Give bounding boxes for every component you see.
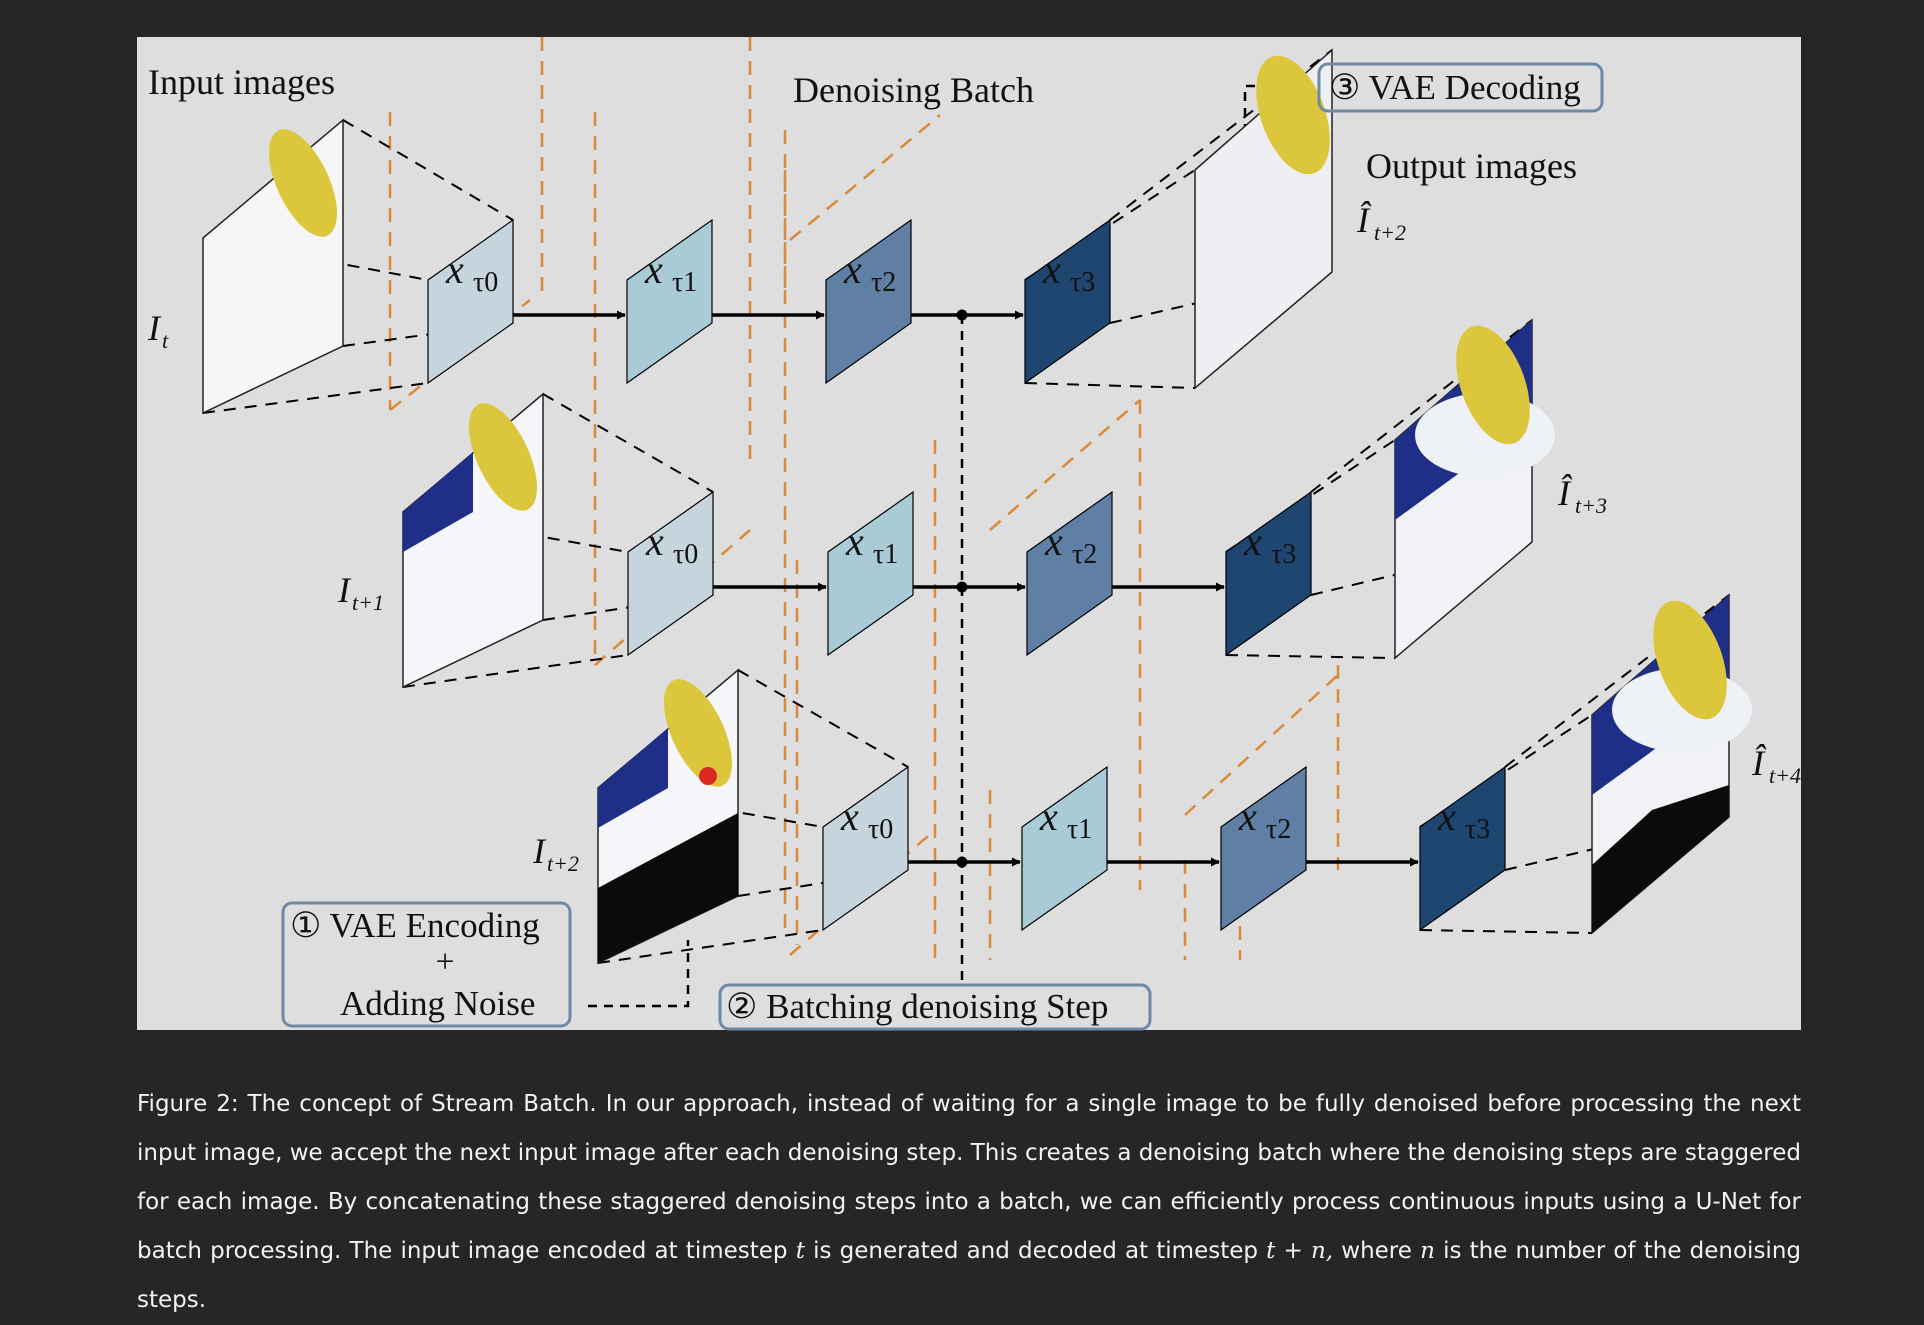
orange-slant-line — [1184, 674, 1339, 816]
caption-text-1: The concept of Stream Batch. In our appr… — [137, 1091, 1802, 1264]
latent-plane — [626, 218, 713, 385]
denoising-batch-label: Denoising Batch — [793, 70, 1034, 110]
latent-label: x — [644, 247, 663, 292]
input-images-label: Input images — [148, 62, 335, 102]
output-frame-subscript: t+2 — [1374, 220, 1406, 245]
projection-line — [1419, 929, 1593, 934]
latent-plane — [822, 765, 909, 932]
projection-line — [1024, 169, 1196, 281]
projection-line — [202, 382, 429, 414]
latent-subscript: τ0 — [473, 267, 498, 298]
input-frame-label: I — [337, 570, 352, 610]
latent-plane — [825, 218, 912, 385]
vae-decoding-label: ③ VAE Decoding — [1329, 68, 1581, 107]
latent-plane — [427, 218, 514, 385]
projection-line — [1419, 714, 1593, 828]
latent-subscript: τ0 — [868, 814, 893, 845]
latent-plane — [1419, 765, 1506, 932]
latent-label: x — [1437, 794, 1456, 839]
latent-subscript: τ3 — [1271, 539, 1296, 570]
caption-var-t: t — [795, 1238, 805, 1264]
latent-subscript: τ2 — [1266, 814, 1291, 845]
moon-shape — [1456, 325, 1530, 445]
batching-step-box — [718, 983, 1152, 1031]
latent-label: x — [445, 247, 464, 292]
output-frame-label: Î — [1557, 473, 1573, 513]
input-frame-subscript: t+1 — [352, 590, 384, 615]
moon-shape — [663, 679, 733, 787]
output-frame-subscript: t+3 — [1575, 493, 1607, 518]
night-sky-shape — [403, 452, 473, 552]
moon-shape — [1256, 55, 1330, 175]
orange-slant-line — [989, 399, 1141, 531]
latent-label: x — [645, 519, 664, 564]
latent-label: x — [845, 519, 864, 564]
output-frame-subscript: t+4 — [1769, 763, 1801, 788]
moon-shape — [1653, 600, 1727, 720]
figure-caption: Figure 2: The concept of Stream Batch. I… — [137, 1080, 1801, 1325]
vae-encoding-connector — [588, 940, 690, 1008]
latent-subscript: τ1 — [672, 267, 697, 298]
input-frame-subscript: t+2 — [547, 851, 579, 876]
latent-plane — [1024, 218, 1111, 385]
projection-line — [342, 119, 514, 221]
projection-line — [1225, 654, 1396, 659]
latent-plane — [827, 490, 914, 657]
moon-shape — [468, 403, 538, 511]
plus-label: + — [436, 944, 455, 980]
castle-silhouette — [1592, 785, 1729, 933]
adding-noise-label: Adding Noise — [340, 984, 535, 1023]
output-images-label: Output images — [1366, 146, 1577, 186]
latent-label: x — [1042, 247, 1061, 292]
latent-plane — [627, 490, 714, 657]
projection-line — [542, 393, 714, 493]
batching-step-label: ② Batching denoising Step — [726, 987, 1108, 1026]
projection-line — [737, 669, 909, 768]
latent-subscript: τ2 — [1072, 539, 1097, 570]
output-frame-label: Î — [1751, 743, 1767, 783]
latent-label: x — [843, 247, 862, 292]
caption-figure-label: Figure 2: — [137, 1091, 239, 1117]
moon-shape — [268, 129, 338, 237]
latent-plane — [1026, 490, 1113, 657]
castle-silhouette — [598, 813, 738, 963]
latent-label: x — [1044, 519, 1063, 564]
latent-plane — [1021, 765, 1108, 932]
input-frame-subscript: t — [162, 328, 169, 353]
caption-expr-t-plus-n: t + n, — [1266, 1238, 1334, 1264]
vae-encoding-box — [281, 901, 572, 1028]
projection-line — [1024, 382, 1196, 389]
latent-label: x — [1238, 794, 1257, 839]
input-frame-label: I — [532, 831, 547, 871]
caption-text-4: is the number of the denoising steps. — [137, 1238, 1802, 1313]
latent-subscript: τ3 — [1070, 267, 1095, 298]
latent-subscript: τ3 — [1465, 814, 1490, 845]
latent-subscript: τ0 — [673, 539, 698, 570]
caption-text-2: is generated and decoded at timestep — [804, 1238, 1267, 1264]
latent-subscript: τ1 — [873, 539, 898, 570]
projection-line — [402, 654, 629, 688]
output-frame-label: Î — [1356, 200, 1372, 240]
latent-plane — [1225, 490, 1312, 657]
orange-slant-line — [789, 829, 936, 956]
vae-encoding-label: ① VAE Encoding — [290, 906, 540, 945]
caption-var-n: n — [1420, 1238, 1435, 1264]
latent-subscript: τ2 — [871, 267, 896, 298]
caption-text-3: where — [1333, 1238, 1421, 1264]
input-frame-label: I — [147, 308, 162, 348]
red-accent-shape — [699, 767, 717, 785]
orange-slant-line — [789, 114, 941, 241]
vae-decoding-box — [1317, 62, 1604, 113]
latent-plane — [1220, 765, 1307, 932]
projection-line — [597, 929, 824, 964]
night-sky-shape — [598, 728, 668, 828]
latent-label: x — [1039, 794, 1058, 839]
latent-subscript: τ1 — [1067, 814, 1092, 845]
projection-line — [1225, 439, 1396, 553]
latent-label: x — [1243, 519, 1262, 564]
latent-label: x — [840, 794, 859, 839]
